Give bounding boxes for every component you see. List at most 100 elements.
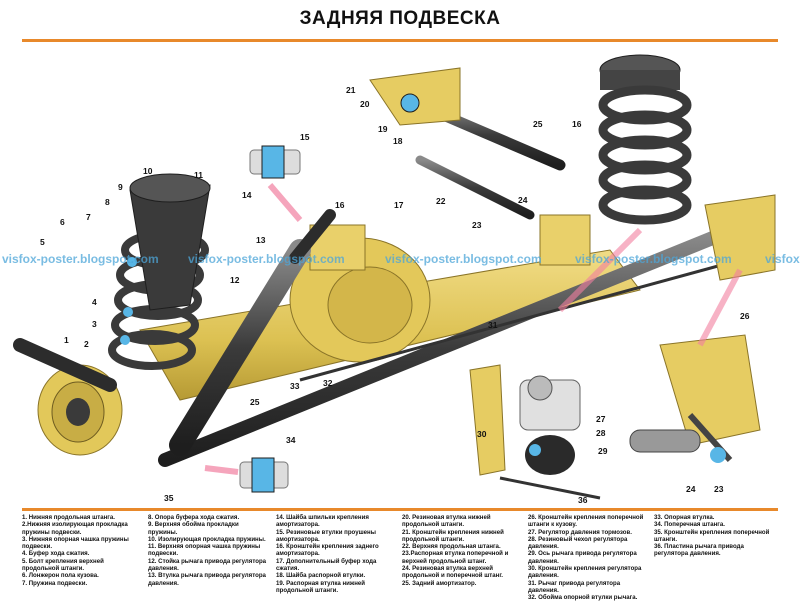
page-title: ЗАДНЯЯ ПОДВЕСКА [299, 8, 501, 29]
legend-column-3: 14. Шайба шпильки крепления амортизатора… [276, 514, 396, 594]
callout-19: 19 [378, 124, 388, 134]
legend-item: 33. Опорная втулка. [654, 514, 715, 521]
legend-item: 14. Шайба шпильки крепления амортизатора… [276, 514, 369, 529]
callout-6: 6 [60, 217, 65, 227]
callout-29: 29 [598, 446, 608, 456]
callout-13: 13 [256, 235, 266, 245]
callout-5: 5 [40, 237, 45, 247]
legend-item: 24. Резиновая втулка верхней продольной … [402, 565, 503, 580]
callout-22: 22 [436, 196, 446, 206]
rear-shock-absorber [169, 209, 336, 456]
legend-item: 22. Верхняя продольная штанга. [402, 543, 501, 551]
watermark-1: visfox-poster.blogspot.com [2, 252, 159, 266]
callout-23-inset: 23 [714, 484, 724, 494]
pressure-regulator-lever [299, 258, 741, 382]
left-coil-spring [108, 173, 211, 370]
legend-item: 7. Пружина подвески. [22, 579, 88, 587]
callout-36: 36 [578, 495, 588, 505]
transverse-rod-bracket [704, 194, 776, 281]
legend-column-6: 33. Опорная втулка. 34. Поперечная штанг… [654, 514, 778, 558]
callout-18: 18 [393, 136, 403, 146]
callout-31: 31 [488, 320, 498, 330]
legend-item: 11. Верхняя опорная чашка пружины подвес… [148, 543, 261, 558]
inset-shock-bushing [249, 145, 303, 222]
legend-item: 29. Ось рычага привода регулятора давлен… [528, 550, 637, 565]
callout-4: 4 [92, 297, 97, 307]
parts-legend: 1. Нижняя продольная штанга. 2.Нижняя из… [22, 514, 782, 601]
callout-23: 23 [472, 220, 482, 230]
legend-item: 35. Кронштейн крепления поперечной штанг… [654, 528, 770, 543]
callout-34: 34 [286, 435, 296, 445]
legend-item: 9. Верхняя обойма прокладки пружины. [148, 521, 239, 536]
legend-item: 32. Обойма опорной втулки рычага. [528, 594, 638, 602]
legend-item: 8. Опора буфера хода сжатия. [148, 514, 240, 521]
legend-item: 36. Пластина рычага привода регулятора д… [654, 543, 744, 558]
transverse-rod [158, 228, 727, 467]
callout-1: 1 [64, 335, 69, 345]
legend-item: 25. Задний амортизатор. [402, 579, 477, 587]
callout-labels: 1 2 3 4 5 6 7 8 9 10 11 12 13 14 15 16 1… [40, 85, 750, 505]
callout-24-inset: 24 [686, 484, 696, 494]
legend-item: 19. Распорная втулка нижней продольной ш… [276, 579, 366, 594]
callout-35: 35 [164, 493, 174, 503]
legend-item: 17. Дополнительный буфер хода сжатия. [276, 557, 377, 573]
callout-26: 26 [740, 311, 750, 321]
legend-item: 31. Рычаг привода регулятора давления. [528, 579, 621, 594]
suspension-illustration: visfox-poster.blogspot.com visfox-poster… [2, 54, 800, 505]
legend-item: 6. Лонжерон пола кузова. [22, 572, 99, 580]
legend-item: 21. Кронштейн крепления нижней продольно… [402, 528, 504, 543]
legend-item: 3. Нижняя опорная чашка пружины подвески… [22, 535, 129, 551]
legend-item: 2.Нижняя изолирующая прокладка пружины п… [22, 521, 128, 536]
legend-item: 1. Нижняя продольная штанга. [22, 514, 115, 521]
watermark-2: visfox-poster.blogspot.com [188, 252, 345, 266]
callout-16-left: 16 [335, 200, 345, 210]
legend-item: 15. Резиновые втулки проушены амортизато… [276, 528, 376, 543]
inset-bottom-bushing [204, 457, 289, 493]
callout-16-right: 16 [572, 119, 582, 129]
watermark-4: visfox-poster.blogspot.com [575, 252, 732, 266]
callout-14: 14 [242, 190, 252, 200]
callout-7: 7 [86, 212, 91, 222]
callout-12: 12 [230, 275, 240, 285]
legend-item: 13. Втулка рычага привода регулятора дав… [148, 572, 266, 587]
legend-item: 27. Регулятор давления тормозов. [528, 528, 632, 536]
watermark-5: visfox-poster.blogspot.com [765, 252, 800, 266]
callout-10: 10 [143, 166, 153, 176]
callout-20: 20 [360, 99, 370, 109]
legend-item: 16. Кронштейн крепления заднего амортиза… [276, 543, 379, 558]
inset-pressure-regulator [469, 227, 643, 500]
legend-item: 20. Резиновая втулка нижней продольной ш… [402, 514, 491, 529]
upper-rod-22 [415, 155, 535, 220]
watermark-3: visfox-poster.blogspot.com [385, 252, 542, 266]
legend-column-2: 8. Опора буфера хода сжатия. 9. Верхняя … [148, 514, 268, 587]
legend-column-5: 26. Кронштейн крепления поперечной штанг… [528, 514, 650, 602]
right-coil-spring [598, 54, 692, 225]
legend-item: 23.Распорная втулка поперечной и верхней… [402, 550, 509, 565]
legend-item: 28. Резиновый чехол регулятора давления. [528, 535, 628, 551]
upper-bracket [369, 67, 461, 126]
callout-17: 17 [394, 200, 404, 210]
callout-8: 8 [105, 197, 110, 207]
lower-longitudinal-rod [13, 338, 117, 392]
inset-bracket-detail [629, 268, 761, 463]
legend-item: 18. Шайба распорной втулки. [276, 572, 366, 580]
legend-item: 10. Изолирующая прокладка пружины. [148, 535, 266, 543]
legend-divider [22, 508, 778, 511]
legend-item: 34. Поперечная штанга. [654, 521, 725, 529]
legend-item: 4. Буфер хода сжатия. [22, 550, 90, 558]
callout-28: 28 [596, 428, 606, 438]
legend-item: 30. Кронштейн крепления регулятора давле… [528, 565, 642, 580]
title-underline [22, 39, 778, 42]
callout-32: 32 [323, 378, 333, 388]
callout-24: 24 [518, 195, 528, 205]
callout-11: 11 [194, 170, 203, 180]
callout-21: 21 [346, 85, 356, 95]
rear-axle-housing [139, 214, 641, 401]
callout-25-top: 25 [533, 119, 543, 129]
callout-15: 15 [300, 132, 310, 142]
callout-3: 3 [92, 319, 97, 329]
callout-33: 33 [290, 381, 300, 391]
legend-item: 26. Кронштейн крепления поперечной штанг… [528, 514, 644, 529]
callout-27: 27 [596, 414, 606, 424]
legend-item: 5. Болт крепления верхней продольной шта… [22, 557, 104, 573]
